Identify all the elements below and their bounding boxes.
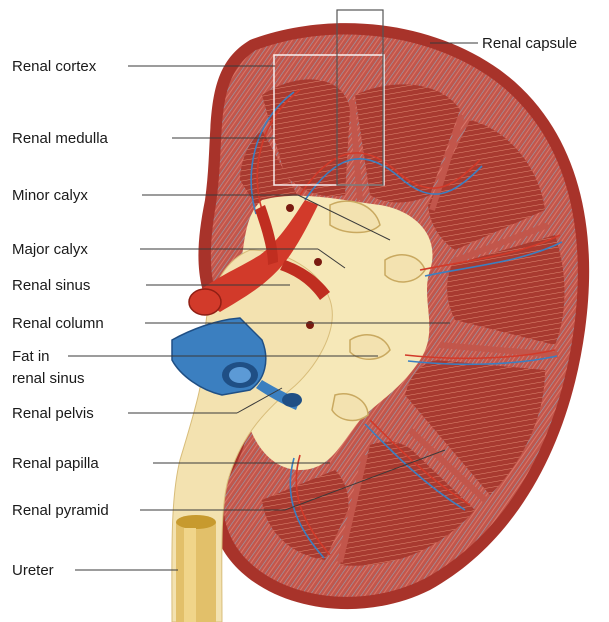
label-renal-pelvis: Renal pelvis (12, 405, 94, 422)
label-renal-papilla: Renal papilla (12, 455, 99, 472)
kidney (172, 10, 589, 622)
label-minor-calyx: Minor calyx (12, 187, 88, 204)
label-renal-column: Renal column (12, 315, 104, 332)
ureter (176, 515, 216, 622)
label-renal-cortex: Renal cortex (12, 58, 97, 75)
label-renal-pyramid: Renal pyramid (12, 502, 109, 519)
label-renal-medulla: Renal medulla (12, 130, 109, 147)
label-renal-sinus: Renal sinus (12, 277, 90, 294)
label-major-calyx: Major calyx (12, 241, 88, 258)
label-fat-in-renal-sinus-line2: renal sinus (12, 370, 85, 387)
label-ureter: Ureter (12, 562, 54, 579)
label-fat-in-renal-sinus-line1: Fat in (12, 348, 50, 365)
label-renal-capsule: Renal capsule (482, 35, 577, 52)
